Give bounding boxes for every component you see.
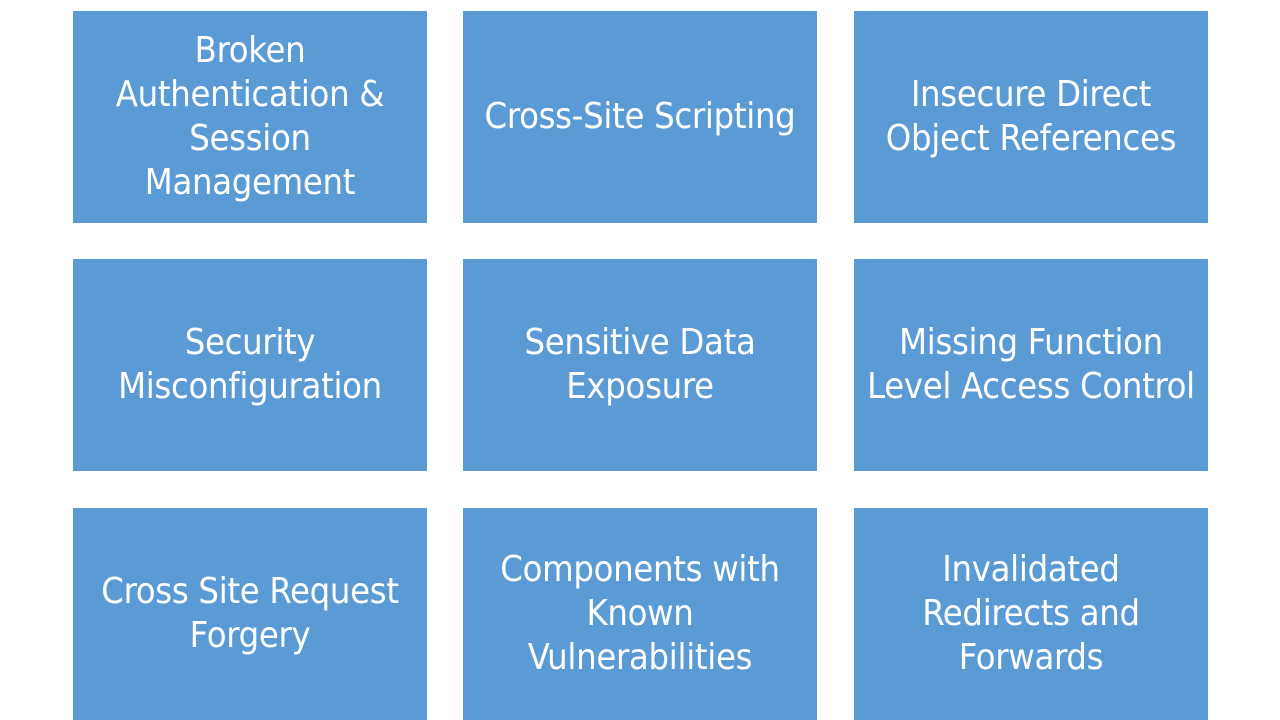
tile-label: Broken Authentication & Session Manageme… bbox=[115, 30, 385, 203]
tile-sensitive-data-exposure: Sensitive Data Exposure bbox=[463, 259, 817, 471]
tile-label: Insecure Direct Object References bbox=[885, 74, 1177, 159]
tile-label: Invalidated Redirects and Forwards bbox=[922, 549, 1140, 678]
tile-broken-authentication: Broken Authentication & Session Manageme… bbox=[73, 11, 427, 223]
tile-label: Components with Known Vulnerabilities bbox=[500, 549, 780, 678]
tile-cross-site-request-forgery: Cross Site Request Forgery bbox=[73, 508, 427, 720]
tile-cross-site-scripting: Cross-Site Scripting bbox=[463, 11, 817, 223]
tile-label: Cross Site Request Forgery bbox=[101, 571, 399, 656]
tile-label: Missing Function Level Access Control bbox=[867, 322, 1195, 407]
tile-missing-function-level-access-control: Missing Function Level Access Control bbox=[854, 259, 1208, 471]
tile-label: Sensitive Data Exposure bbox=[524, 322, 756, 407]
tile-label: Cross-Site Scripting bbox=[484, 96, 796, 137]
tile-invalidated-redirects-and-forwards: Invalidated Redirects and Forwards bbox=[854, 508, 1208, 720]
tile-insecure-direct-object-references: Insecure Direct Object References bbox=[854, 11, 1208, 223]
tile-label: Security Misconfiguration bbox=[118, 322, 382, 407]
tile-components-with-known-vulnerabilities: Components with Known Vulnerabilities bbox=[463, 508, 817, 720]
tile-security-misconfiguration: Security Misconfiguration bbox=[73, 259, 427, 471]
